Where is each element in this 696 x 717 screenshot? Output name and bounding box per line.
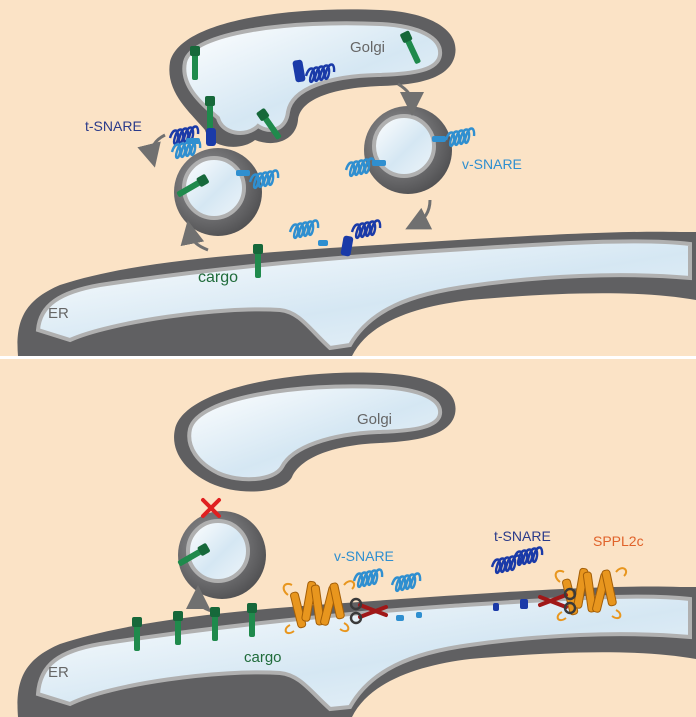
t-snare-label: t-SNARE <box>494 528 551 544</box>
bottom-panel: Golgi v-SNARE t-SNARE SPPL2c cargo ER <box>0 359 696 717</box>
cargo-label: cargo <box>244 649 282 666</box>
arrow-icon <box>180 220 209 252</box>
v-snare-label: v-SNARE <box>334 548 394 564</box>
vesicle-blocked <box>178 511 266 599</box>
cleaved-t-snare <box>490 546 544 611</box>
arrow-icon <box>186 585 213 613</box>
golgi-bottom <box>174 372 456 492</box>
v-snare-label: v-SNARE <box>462 156 522 172</box>
golgi-label: Golgi <box>357 411 392 428</box>
bottom-diagram: Golgi v-SNARE t-SNARE SPPL2c cargo ER <box>17 372 696 717</box>
cleaved-v-snare <box>352 568 422 621</box>
panel-divider <box>0 356 696 359</box>
er-membrane <box>17 231 696 356</box>
t-snare-label: t-SNARE <box>85 118 142 134</box>
transport-arrows <box>137 82 433 252</box>
sppl2c-label: SPPL2c <box>593 533 644 549</box>
vesicle-right <box>364 106 452 194</box>
t-snare-golgi <box>168 59 336 146</box>
snares-er <box>288 219 382 257</box>
cargo-label: cargo <box>198 269 238 286</box>
top-panel: Golgi t-SNARE v-SNARE cargo ER <box>0 0 696 356</box>
arrow-icon <box>137 133 166 168</box>
er-membrane <box>17 586 696 717</box>
top-diagram: Golgi t-SNARE v-SNARE cargo ER <box>17 9 696 356</box>
er-label: ER <box>48 664 69 681</box>
golgi-label: Golgi <box>350 39 385 56</box>
arrow-icon <box>405 199 433 230</box>
er-label: ER <box>48 305 69 322</box>
v-snare-vesicles <box>170 127 476 190</box>
arrow-icon <box>397 82 424 116</box>
block-x-icon <box>201 498 221 518</box>
